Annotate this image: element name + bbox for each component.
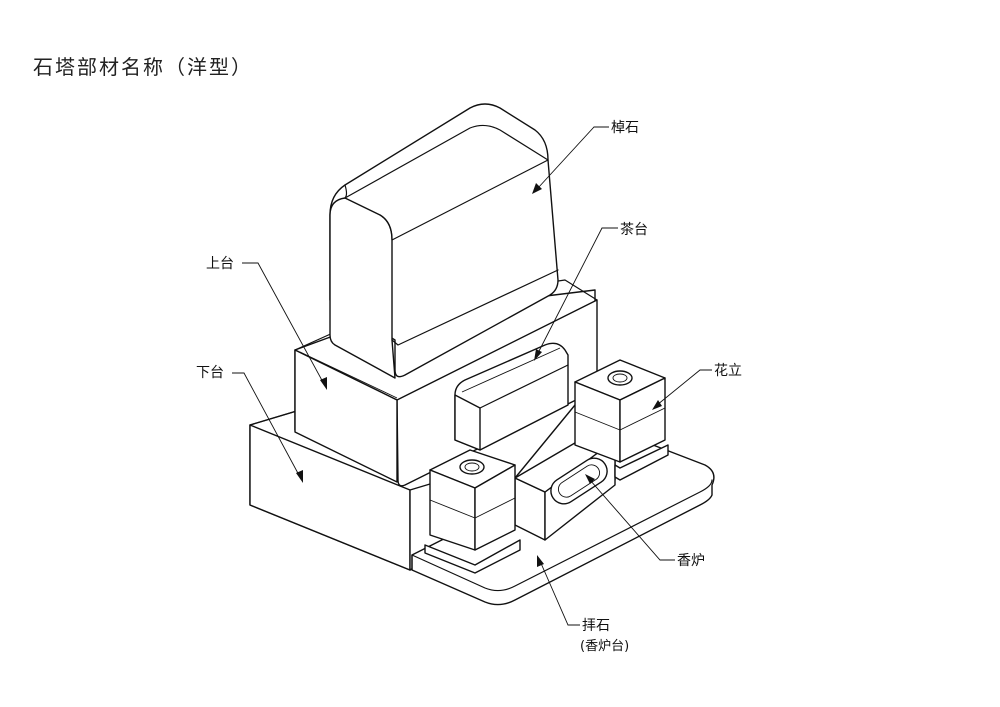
label-haiseki: 拝石 (582, 618, 610, 634)
label-koro: 香炉 (677, 553, 705, 569)
leader-kadai (232, 372, 303, 483)
leader-jodai (242, 262, 327, 390)
label-hanatate: 花立 (714, 363, 742, 379)
leader-chadai (534, 227, 618, 361)
flower-vase-right (574, 359, 669, 481)
leader-koro (585, 474, 675, 561)
leader-hanatate (652, 369, 712, 410)
label-chadai: 茶台 (620, 222, 648, 238)
leader-saoishi (532, 126, 609, 194)
flower-vase-left (424, 449, 521, 574)
tea-table (454, 342, 569, 451)
label-jodai: 上台 (206, 256, 234, 272)
label-haiseki-sub: (香炉台) (580, 639, 629, 654)
leader-haiseki (537, 555, 580, 626)
label-kadai: 下台 (196, 365, 224, 381)
label-saoishi: 棹石 (611, 120, 639, 136)
main-stone (329, 103, 559, 379)
diagram-title: 石塔部材名称（洋型） (33, 55, 253, 79)
